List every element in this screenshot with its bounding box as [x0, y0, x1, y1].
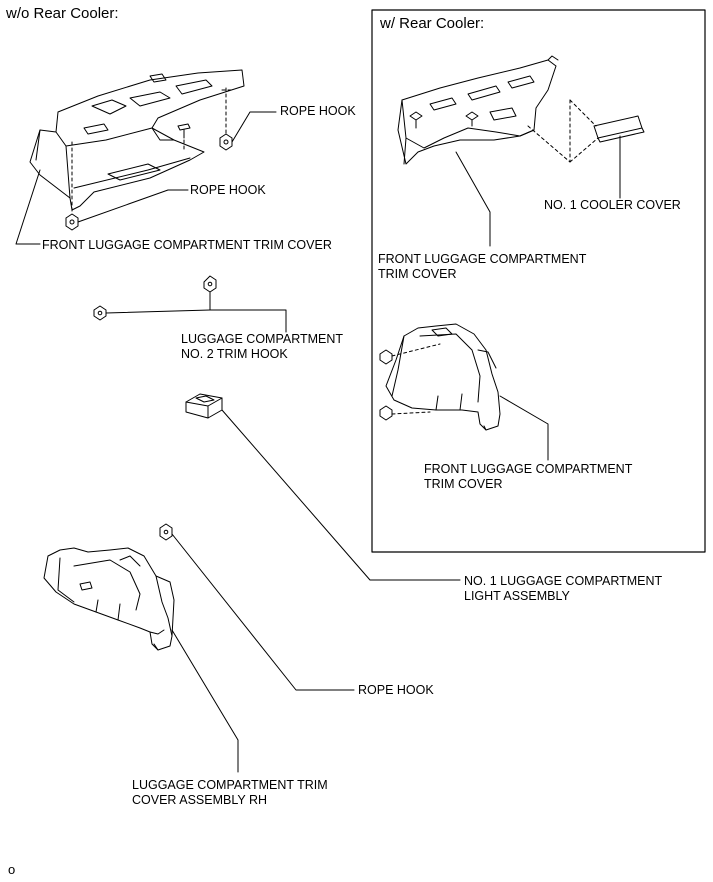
label-trim-cover-rh: LUGGAGE COMPARTMENT TRIM COVER ASSEMBLY … [132, 778, 328, 807]
label-cooler-cover: NO. 1 COOLER COVER [544, 198, 681, 212]
cooler-cover-part [593, 115, 645, 143]
rope-hook-mid-part [65, 213, 79, 231]
label-light-assembly: NO. 1 LUGGAGE COMPARTMENT LIGHT ASSEMBLY [464, 574, 663, 603]
trim-hook-left-part [93, 305, 107, 321]
front-trim-cover-main-part [29, 69, 245, 211]
rope-hook-top-part [219, 133, 233, 151]
label-rope-hook-top: ROPE HOOK [280, 104, 356, 118]
rope-hook-bottom-part [159, 523, 173, 541]
hidden-lines-cooler [527, 99, 599, 163]
heading-with-rear-cooler: w/ Rear Cooler: [380, 15, 485, 32]
label-rope-hook-mid: ROPE HOOK [190, 183, 266, 197]
front-trim-cover-cooler-lower-part [385, 323, 501, 431]
light-assembly-part [185, 393, 223, 419]
rear-cooler-frame [371, 9, 706, 553]
label-front-trim-cover-box-upper: FRONT LUGGAGE COMPARTMENT TRIM COVER [378, 252, 587, 281]
clip-top [177, 123, 191, 139]
corner-mark: o [8, 862, 16, 877]
hidden-lines-top [71, 87, 233, 213]
front-trim-cover-cooler-upper-part [397, 55, 559, 165]
label-rope-hook-bottom: ROPE HOOK [358, 683, 434, 697]
label-front-trim-cover-main: FRONT LUGGAGE COMPARTMENT TRIM COVER [42, 238, 332, 252]
trim-cover-rh-part [43, 547, 175, 651]
label-front-trim-cover-box-lower: FRONT LUGGAGE COMPARTMENT TRIM COVER [424, 462, 633, 491]
trim-hook-upper-part [203, 275, 217, 293]
heading-without-rear-cooler: w/o Rear Cooler: [6, 5, 119, 22]
label-trim-hook: LUGGAGE COMPARTMENT NO. 2 TRIM HOOK [181, 332, 344, 361]
